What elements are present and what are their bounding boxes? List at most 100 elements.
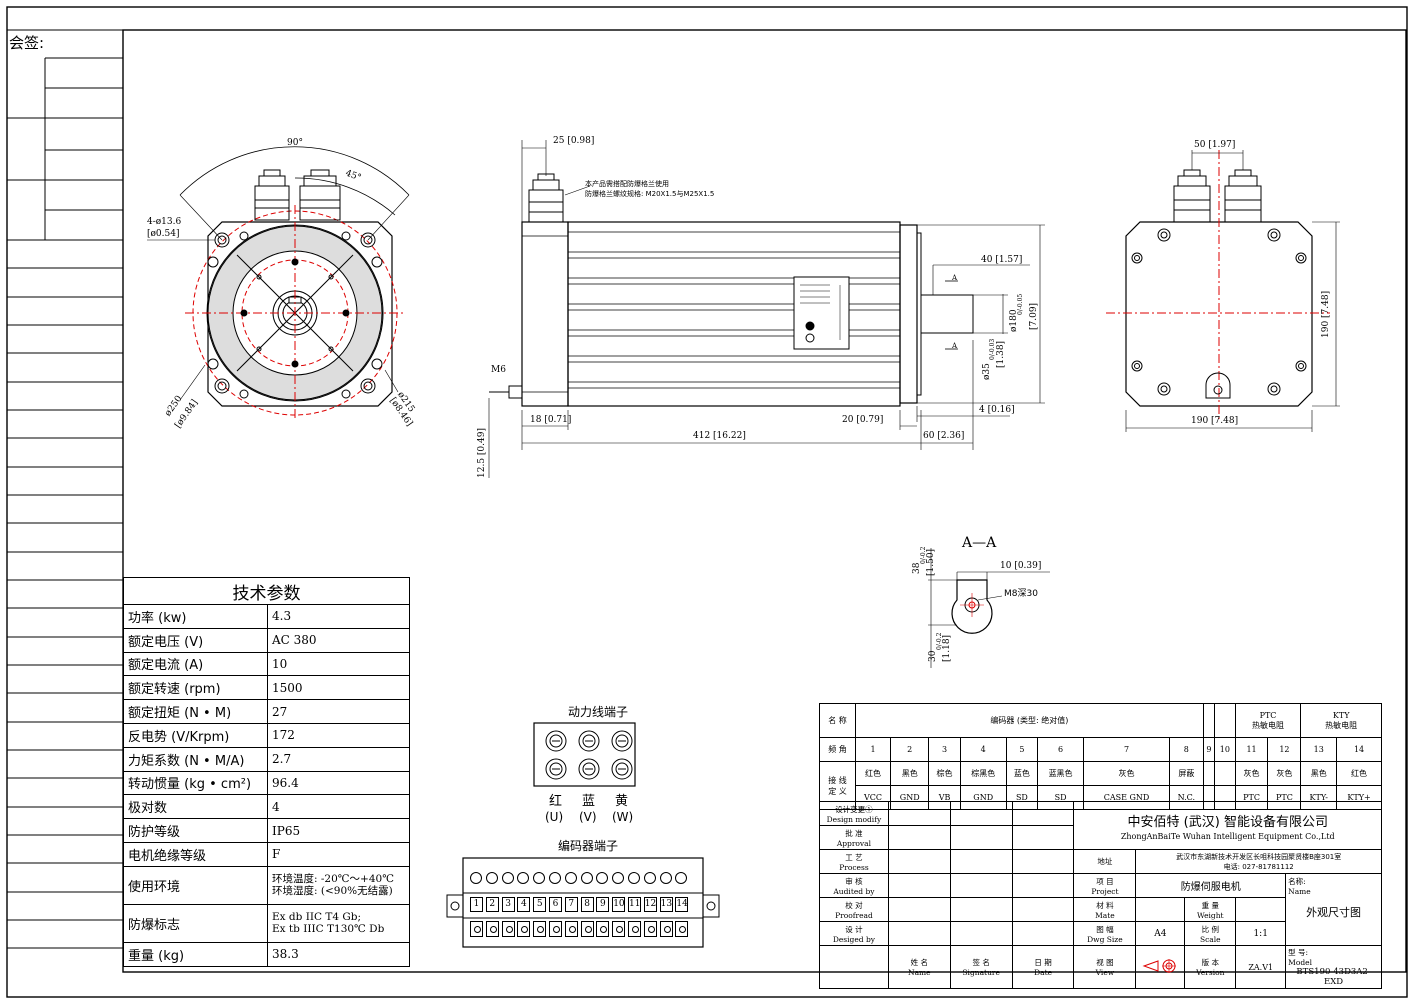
encoder-pin-contact (600, 926, 608, 933)
encoder-pin-contact (521, 926, 529, 933)
company-name-en: ZhongAnBaiTe Wuhan Intelligent Equipment… (1120, 831, 1335, 841)
encoder-pin-contact (553, 926, 560, 933)
encoder-pin-socket (517, 921, 531, 937)
tb-cell (1011, 801, 1075, 826)
dim-18-label: 18 [0.71] (530, 415, 572, 425)
power-pin-v-code: (V) (579, 810, 597, 824)
tech-param-label: 极对数 (123, 794, 268, 820)
encoder-pin-number: 1 (470, 897, 483, 912)
encoder-pin-socket (470, 921, 483, 937)
tb-cell (1011, 825, 1075, 850)
proofread-label: 校 对 (845, 900, 863, 910)
encoder-pin-screw (470, 872, 482, 884)
size-value: A4 (1135, 921, 1186, 946)
conn-pin-number: 9 (1202, 737, 1216, 762)
address-label: 地址 (1073, 849, 1137, 874)
tech-param-value: 4.3 (267, 604, 410, 629)
tech-param-label: 额定电压 (V) (123, 627, 268, 653)
section-mark-top: A (952, 274, 958, 282)
hole-spec-label: 4-ø13.6 (147, 217, 182, 227)
sig-sign-label: 签 名 (972, 958, 990, 967)
encoder-pin-socket (596, 921, 610, 937)
dim-25-label: 25 [0.98] (553, 136, 595, 146)
conn-pin-number: 13 (1300, 737, 1338, 762)
tech-param-value: 2.7 (267, 746, 410, 772)
approval-label: 批 准 (845, 828, 863, 838)
ptc-sub: 热敏电阻 (1251, 720, 1284, 730)
tech-param-value-line1: Ex db IIC T4 Gb; (272, 911, 362, 924)
tb-cell (1011, 873, 1075, 898)
encoder-pin-socket (612, 921, 626, 937)
note-line-2: 防爆格兰螺纹规格: M20X1.5与M25X1.5 (585, 190, 715, 198)
tech-param-label: 电机绝缘等级 (123, 841, 268, 867)
conn-name-label: 名 称 (819, 703, 856, 738)
tech-param-row: 反电势 (V/Krpm)172 (123, 722, 410, 748)
size-label: 图 幅 (1096, 924, 1114, 934)
encoder-pin-screw (580, 872, 593, 884)
conn-pin-number: 8 (1168, 737, 1204, 762)
tech-param-row: 额定电流 (A)10 (123, 651, 410, 677)
conn-wire-color: 红色 (1336, 761, 1382, 786)
tb-cell (887, 897, 951, 922)
tech-param-value: IP65 (267, 818, 410, 843)
sheet-border (6, 6, 1408, 998)
tech-param-label: 额定电流 (A) (123, 651, 268, 677)
tb-cell (949, 921, 1013, 946)
conn-pin-number: 4 (959, 737, 1007, 762)
power-terminal-drawing (533, 722, 636, 787)
dim-190-vertical: 190 [7.48] (1321, 290, 1331, 338)
dim-38-inch: [1.50] (926, 548, 936, 576)
encoder-pin-number: 10 (612, 897, 626, 912)
encoder-pin-number: 3 (501, 897, 515, 912)
tech-param-value: 172 (267, 722, 410, 748)
encoder-pin-contact (489, 926, 497, 933)
tech-param-row: 重量 (kg)38.3 (123, 941, 410, 967)
encoder-pin-screw (596, 872, 609, 884)
design-modify-label: 设计变更① (835, 804, 873, 814)
sig-sign-en: Signature (962, 968, 1000, 977)
tech-param-label: 防护等级 (123, 818, 268, 843)
dim-4-label: 4 [0.16] (979, 405, 1015, 415)
encoder-pin-socket (659, 921, 673, 937)
conn-pin-label: 频 角 (819, 737, 856, 762)
tb-cell (949, 897, 1013, 922)
conn-wire-color (1214, 761, 1236, 786)
version-en: Version (1196, 968, 1225, 977)
kty-sub: 热敏电阻 (1325, 720, 1358, 730)
encoder-pin-number: 6 (549, 897, 562, 912)
tb-cell (949, 849, 1013, 874)
encoder-pin-screw (549, 872, 561, 884)
power-pin-u-code: (U) (545, 810, 564, 824)
weight-label: 重 量 (1201, 900, 1219, 910)
tb-cell (887, 825, 951, 850)
tb-cell (887, 849, 951, 874)
tech-param-label: 反电势 (V/Krpm) (123, 722, 268, 748)
scale-label: 比 例 (1201, 924, 1219, 934)
power-pin-v-cn: 蓝 (582, 794, 596, 809)
tb-cell (887, 801, 951, 826)
tb-cell (1011, 921, 1075, 946)
conn-wire-color: 屏蔽 (1168, 761, 1204, 786)
tb-cell (887, 921, 951, 946)
encoder-pin-contact (584, 926, 592, 933)
encoder-pin-screw (533, 872, 546, 884)
sig-name-label: 姓 名 (910, 958, 928, 967)
signoff-strip (7, 57, 123, 949)
encoder-pin-number: 4 (517, 897, 531, 912)
tech-param-row: 额定转速 (rpm)1500 (123, 675, 410, 701)
m6-label: M6 (491, 365, 506, 375)
dim-180-tol: 0/-0.05 (1017, 293, 1024, 315)
encoder-pin-screw (675, 872, 688, 884)
tb-cell (1011, 849, 1075, 874)
tech-param-value: 1500 (267, 675, 410, 701)
side-view (488, 140, 1045, 478)
conn-wire-color: 棕黑色 (959, 761, 1007, 786)
encoder-pin-screw (659, 872, 672, 884)
dim-190-horizontal: 190 [7.48] (1191, 416, 1239, 426)
encoder-pin-contact (663, 926, 671, 933)
drawing-name: 外观尺寸图 (1306, 906, 1362, 919)
encoder-pin-contact (505, 926, 513, 933)
